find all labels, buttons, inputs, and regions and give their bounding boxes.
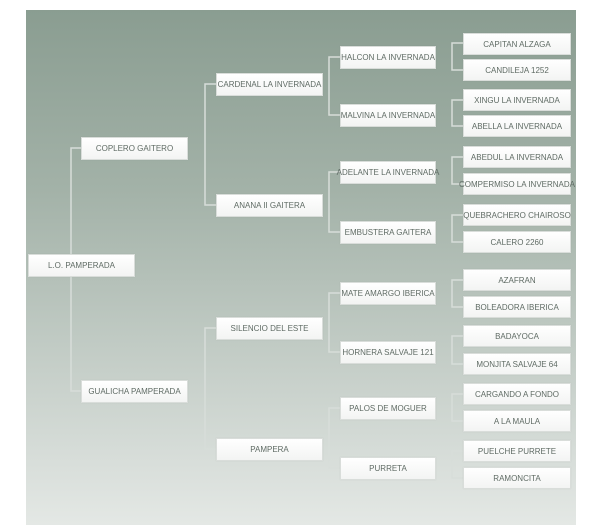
- connector-g3-5: [451, 335, 463, 365]
- node-gen4-12[interactable]: CARGANDO A FONDO: [463, 383, 571, 405]
- node-gen3-4[interactable]: MATE AMARGO IBERICA: [340, 282, 436, 305]
- node-label: ANANA II GAITERA: [233, 201, 306, 210]
- node-label: HORNERA SALVAJE 121: [342, 348, 434, 357]
- connector-g3-1: [451, 99, 463, 127]
- connector-g3-4: [451, 279, 463, 308]
- node-gen4-4[interactable]: ABEDUL LA INVERNADA: [463, 146, 571, 168]
- node-label: AZAFRAN: [498, 275, 536, 285]
- node-label: BOLEADORA IBERICA: [475, 302, 559, 312]
- connector-g3-0: [451, 42, 463, 71]
- node-gen4-10[interactable]: BADAYOCA: [463, 325, 571, 347]
- node-sire-dam[interactable]: ANANA II GAITERA: [216, 194, 323, 217]
- node-label: ADELANTE LA INVERNADA: [336, 168, 440, 177]
- node-label: MONJITA SALVAJE 64: [476, 359, 558, 369]
- node-dam-dam[interactable]: PAMPERA: [216, 438, 323, 461]
- node-gen4-9[interactable]: BOLEADORA IBERICA: [463, 296, 571, 318]
- node-label: CANDILEJA 1252: [485, 65, 549, 75]
- node-gen4-13[interactable]: A LA MAULA: [463, 410, 571, 432]
- pedigree-chart: L.O. PAMPERADA COPLERO GAITERO GUALICHA …: [26, 10, 576, 525]
- node-sire[interactable]: COPLERO GAITERO: [81, 137, 188, 160]
- node-label: SILENCIO DEL ESTE: [230, 324, 309, 333]
- connector-g2-3: [328, 407, 340, 469]
- node-label: ABELLA LA INVERNADA: [471, 121, 563, 131]
- node-gen4-2[interactable]: XINGU LA INVERNADA: [463, 89, 571, 111]
- node-label: L.O. PAMPERADA: [48, 261, 115, 270]
- node-dam[interactable]: GUALICHA PAMPERADA: [81, 380, 188, 403]
- node-gen4-8[interactable]: AZAFRAN: [463, 269, 571, 291]
- node-label: CARGANDO A FONDO: [474, 389, 559, 399]
- connector-dam: [204, 327, 216, 450]
- node-gen4-1[interactable]: CANDILEJA 1252: [463, 59, 571, 81]
- node-gen4-11[interactable]: MONJITA SALVAJE 64: [463, 353, 571, 375]
- node-gen4-15[interactable]: RAMONCITA: [463, 467, 571, 489]
- connector-g2-2: [328, 292, 340, 353]
- node-gen4-5[interactable]: COMPERMISO LA INVERNADA: [459, 173, 575, 195]
- node-gen3-5[interactable]: HORNERA SALVAJE 121: [340, 341, 436, 364]
- node-label: HALCON LA INVERNADA: [341, 53, 435, 62]
- node-gen3-2[interactable]: ADELANTE LA INVERNADA: [337, 161, 439, 184]
- node-gen4-3[interactable]: ABELLA LA INVERNADA: [463, 115, 571, 137]
- node-gen4-14[interactable]: PUELCHE PURRETE: [463, 440, 571, 462]
- node-label: PURRETA: [369, 464, 407, 473]
- node-label: EMBUSTERA GAITERA: [344, 228, 432, 237]
- node-gen4-0[interactable]: CAPITAN ALZAGA: [463, 33, 571, 55]
- node-label: A LA MAULA: [493, 416, 541, 426]
- node-label: COMPERMISO LA INVERNADA: [458, 179, 576, 189]
- node-gen3-3[interactable]: EMBUSTERA GAITERA: [340, 221, 436, 244]
- node-gen3-1[interactable]: MALVINA LA INVERNADA: [340, 104, 436, 127]
- node-gen4-7[interactable]: CALERO 2260: [463, 231, 571, 253]
- node-label: RAMONCITA: [493, 473, 541, 483]
- connector-g2-1: [328, 171, 340, 233]
- connector-subject: [70, 147, 81, 392]
- node-label: PUELCHE PURRETE: [477, 446, 557, 456]
- connector-g2-0: [328, 56, 340, 116]
- node-gen4-6[interactable]: QUEBRACHERO CHAIROSO: [463, 204, 571, 226]
- connector-g3-3: [451, 214, 463, 243]
- node-label: QUEBRACHERO CHAIROSO: [463, 210, 571, 220]
- node-label: XINGU LA INVERNADA: [474, 95, 560, 105]
- connector-g3-6: [451, 393, 463, 422]
- node-gen3-6[interactable]: PALOS DE MOGUER: [340, 397, 436, 420]
- node-label: CALERO 2260: [490, 237, 544, 247]
- connector-sire: [204, 83, 216, 206]
- node-label: CARDENAL LA INVERNADA: [217, 80, 322, 89]
- node-label: MATE AMARGO IBERICA: [341, 289, 435, 298]
- node-label: ABEDUL LA INVERNADA: [470, 152, 564, 162]
- node-label: COPLERO GAITERO: [95, 144, 174, 153]
- node-label: BADAYOCA: [495, 331, 539, 341]
- node-label: MALVINA LA INVERNADA: [340, 111, 436, 120]
- node-label: PAMPERA: [250, 445, 289, 454]
- node-sire-sire[interactable]: CARDENAL LA INVERNADA: [216, 73, 323, 96]
- node-subject[interactable]: L.O. PAMPERADA: [28, 254, 135, 277]
- connector-g3-2: [451, 156, 463, 185]
- node-label: CAPITAN ALZAGA: [483, 39, 551, 49]
- node-gen3-7[interactable]: PURRETA: [340, 457, 436, 480]
- node-dam-sire[interactable]: SILENCIO DEL ESTE: [216, 317, 323, 340]
- node-label: GUALICHA PAMPERADA: [88, 387, 181, 396]
- node-gen3-0[interactable]: HALCON LA INVERNADA: [340, 46, 436, 69]
- pedigree-connectors: [70, 42, 463, 479]
- connector-g3-7: [451, 450, 463, 479]
- node-label: PALOS DE MOGUER: [349, 404, 427, 413]
